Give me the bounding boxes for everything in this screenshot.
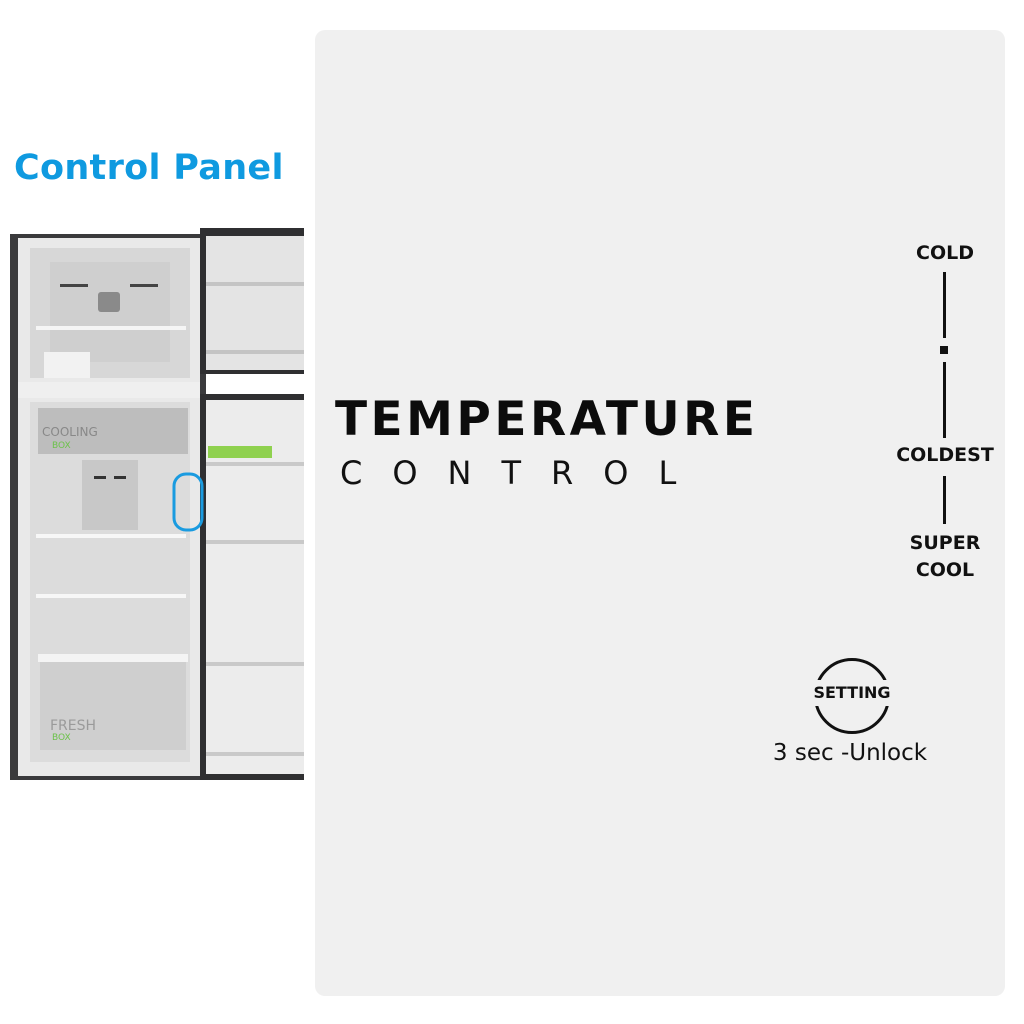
scale-indicator-icon — [940, 346, 948, 354]
scale-label-coldest: COLDEST — [896, 444, 994, 466]
setting-button-label[interactable]: SETTING — [813, 683, 891, 702]
scale-line-lower — [943, 476, 946, 524]
control-panel-heading: Control Panel — [14, 148, 284, 188]
panel-title-control: CONTROL — [340, 454, 707, 492]
control-panel-highlight — [172, 472, 204, 532]
scale-label-cold: COLD — [916, 242, 974, 264]
setting-ring-gap — [800, 680, 904, 706]
temperature-control-panel — [315, 30, 1005, 996]
scale-label-cool: COOL — [915, 559, 975, 581]
panel-title-temperature: TEMPERATURE — [335, 392, 759, 447]
unlock-hint: 3 sec -Unlock — [772, 740, 928, 766]
fridge-photo: COOLING BOX FRESH BOX — [10, 228, 304, 780]
svg-text:BOX: BOX — [52, 441, 71, 451]
svg-text:FRESH: FRESH — [50, 718, 96, 734]
svg-text:COOLING: COOLING — [42, 425, 98, 439]
scale-line-middle — [943, 362, 946, 438]
scale-label-super: SUPER — [909, 532, 981, 554]
scale-line-upper — [943, 272, 946, 338]
svg-text:BOX: BOX — [52, 733, 71, 743]
